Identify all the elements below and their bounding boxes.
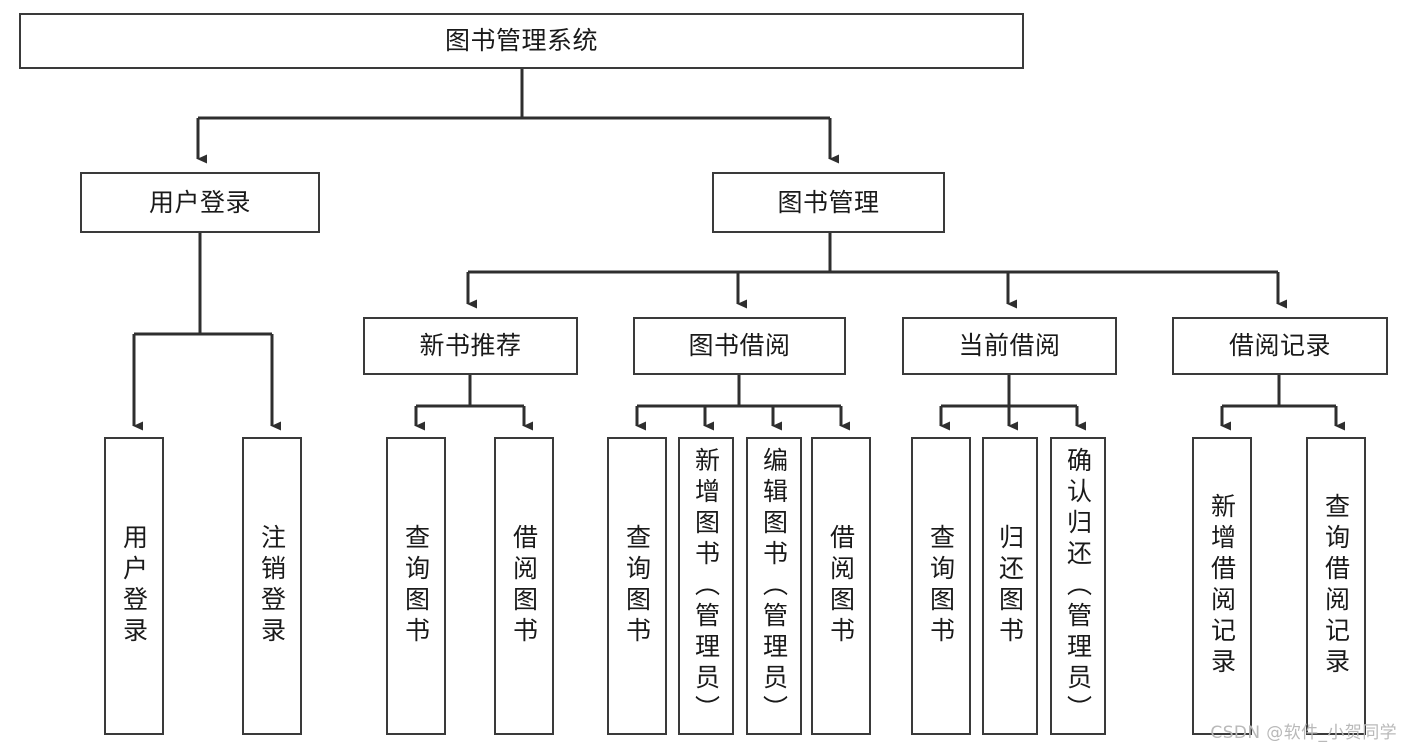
node-new-book-recommend[interactable]: 新书推荐 [363,317,578,375]
node-root[interactable]: 图书管理系统 [19,13,1024,69]
node-leaf-borrow-query-book-label: 查询图书 [622,524,652,648]
node-leaf-record-query[interactable]: 查询借阅记录 [1306,437,1366,735]
node-book-management[interactable]: 图书管理 [712,172,945,233]
node-root-label: 图书管理系统 [444,26,598,56]
node-book-borrow[interactable]: 图书借阅 [633,317,846,375]
node-user-login-label: 用户登录 [148,187,251,217]
node-leaf-current-return-book[interactable]: 归还图书 [982,437,1038,735]
node-current-borrow-label: 当前借阅 [958,331,1061,361]
node-leaf-user-login[interactable]: 用户登录 [104,437,164,735]
node-user-login[interactable]: 用户登录 [80,172,320,233]
node-leaf-current-confirm-return-label: 确认归还（管理员） [1063,446,1093,726]
node-leaf-current-confirm-return[interactable]: 确认归还（管理员） [1050,437,1106,735]
node-leaf-current-query-book-label: 查询图书 [926,524,956,648]
node-leaf-recommend-query-book-label: 查询图书 [401,524,431,648]
node-leaf-recommend-borrow-book-label: 借阅图书 [509,524,539,648]
csdn-watermark: CSDN @软件_小贺同学 [1210,723,1397,743]
node-leaf-record-query-label: 查询借阅记录 [1321,493,1351,679]
node-borrow-record-label: 借阅记录 [1228,331,1331,361]
node-current-borrow[interactable]: 当前借阅 [902,317,1117,375]
node-leaf-record-add[interactable]: 新增借阅记录 [1192,437,1252,735]
node-leaf-user-login-label: 用户登录 [119,524,149,648]
node-leaf-borrow-borrow-book-label: 借阅图书 [826,524,856,648]
node-new-book-recommend-label: 新书推荐 [419,331,522,361]
node-leaf-borrow-edit-book[interactable]: 编辑图书（管理员） [746,437,802,735]
node-leaf-recommend-query-book[interactable]: 查询图书 [386,437,446,735]
node-leaf-logout[interactable]: 注销登录 [242,437,302,735]
node-leaf-logout-label: 注销登录 [257,524,287,648]
node-book-management-label: 图书管理 [777,187,880,217]
node-leaf-borrow-add-book-label: 新增图书（管理员） [691,446,721,726]
node-leaf-borrow-borrow-book[interactable]: 借阅图书 [811,437,871,735]
node-leaf-current-return-book-label: 归还图书 [995,524,1025,648]
node-leaf-borrow-query-book[interactable]: 查询图书 [607,437,667,735]
node-leaf-borrow-add-book[interactable]: 新增图书（管理员） [678,437,734,735]
node-leaf-borrow-edit-book-label: 编辑图书（管理员） [759,446,789,726]
node-leaf-record-add-label: 新增借阅记录 [1207,493,1237,679]
node-borrow-record[interactable]: 借阅记录 [1172,317,1388,375]
node-leaf-current-query-book[interactable]: 查询图书 [911,437,971,735]
node-book-borrow-label: 图书借阅 [688,331,791,361]
node-leaf-recommend-borrow-book[interactable]: 借阅图书 [494,437,554,735]
